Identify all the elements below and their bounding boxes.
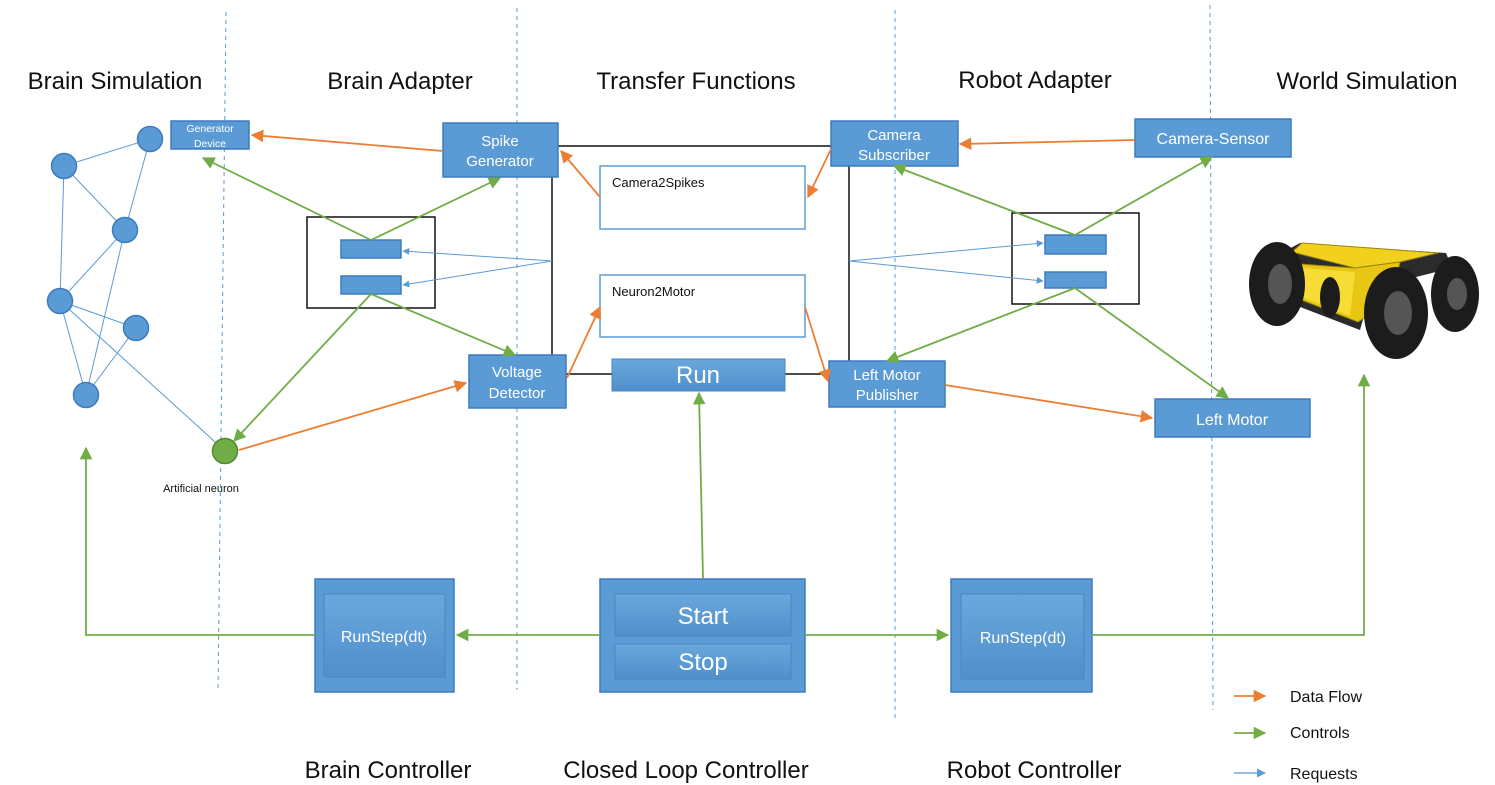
title-closed-loop-controller: Closed Loop Controller: [563, 757, 808, 784]
run-button[interactable]: Run: [611, 358, 786, 392]
robot-adapter-slot-2: [1044, 271, 1107, 289]
legend: Data Flow Controls Requests: [1234, 689, 1362, 783]
arrow-robotrunstep-to-world: [1092, 373, 1371, 636]
arrow-neuron-to-voltage: [238, 380, 468, 451]
title-robot-adapter: Robot Adapter: [958, 67, 1111, 94]
generator-device-box: Generator Device: [170, 120, 250, 150]
neuron-node: [136, 125, 164, 153]
connector-lines: [551, 145, 850, 375]
arrow-camera2spikes-to-spikegen: [560, 150, 601, 198]
camera-subscriber-label-1: Camera: [867, 127, 921, 144]
title-transfer-functions: Transfer Functions: [596, 68, 795, 95]
spike-generator-box: Spike Generator: [442, 122, 559, 178]
artificial-neuron-label: Artificial neuron: [163, 483, 239, 495]
run-label: Run: [676, 362, 720, 389]
generator-device-label-2: Device: [194, 138, 226, 150]
robot-adapter-slot-1: [1044, 234, 1107, 255]
title-brain-controller: Brain Controller: [305, 757, 472, 784]
arrow-slot-to-camerasensor: [1074, 156, 1214, 236]
start-label: Start: [678, 603, 729, 630]
left-motor-box: Left Motor: [1154, 398, 1311, 438]
brain-adapter-container: [306, 216, 436, 309]
neuron-node: [46, 287, 74, 315]
arrow-camerasensor-to-camerasub: [958, 137, 1136, 151]
neuron-node: [50, 152, 78, 180]
camera2spikes-label: Camera2Spikes: [612, 175, 705, 190]
closed-loop-controller-box: Start Stop: [599, 578, 806, 693]
data-flow-arrows: [238, 129, 1154, 451]
camera-subscriber-label-2: Subscriber: [858, 147, 930, 164]
title-robot-controller: Robot Controller: [947, 757, 1122, 784]
stop-label: Stop: [678, 649, 727, 676]
control-arrows: [79, 156, 1371, 642]
arrow-slot-to-voltage: [370, 293, 517, 357]
neural-network-edges: [59, 138, 226, 452]
arrow-slot-to-camerasub: [892, 164, 1076, 236]
arrow-neuron2motor-to-publisher: [804, 306, 831, 383]
stop-button[interactable]: [614, 643, 792, 680]
start-button[interactable]: [614, 593, 792, 637]
voltage-detector-label-1: Voltage: [492, 364, 542, 381]
left-motor-publisher-label-2: Publisher: [856, 387, 919, 404]
brain-adapter-slot-1: [340, 239, 402, 259]
left-motor-label: Left Motor: [1196, 412, 1269, 429]
title-brain-adapter: Brain Adapter: [327, 68, 472, 95]
spike-generator-label-1: Spike: [481, 133, 519, 150]
neuron-node: [122, 314, 150, 342]
generator-device-label-1: Generator: [186, 123, 234, 135]
left-motor-publisher-label-1: Left Motor: [853, 367, 921, 384]
camera-subscriber-box: Camera Subscriber: [830, 120, 959, 167]
arrow-publisher-to-leftmotor: [944, 384, 1154, 423]
camera-sensor-label: Camera-Sensor: [1157, 131, 1271, 148]
arrow-slot-to-generator: [201, 157, 372, 241]
arrow-voltage-to-neuron2motor: [566, 305, 601, 379]
brain-adapter-slot-2: [340, 275, 402, 295]
robot-controller-box: RunStep(dt): [950, 578, 1093, 693]
arrow-spikegen-to-generator: [250, 129, 444, 152]
brain-runstep-label: RunStep(dt): [341, 629, 427, 646]
artificial-neuron: [211, 437, 239, 465]
robot-runstep-label: RunStep(dt): [980, 630, 1066, 647]
arrow-request-slot-4: [848, 260, 1044, 284]
legend-controls-label: Controls: [1290, 725, 1350, 742]
brain-runstep-button[interactable]: [323, 593, 446, 678]
arrow-request-slot-1: [402, 247, 553, 262]
voltage-detector-box: Voltage Detector: [468, 354, 567, 409]
spike-generator-label-2: Generator: [466, 153, 534, 170]
arrow-request-slot-2: [402, 260, 553, 288]
robot-runstep-button[interactable]: [960, 593, 1085, 680]
divider-4: [1209, 4, 1214, 711]
robot-icon: [1249, 242, 1479, 359]
neuron2motor-label: Neuron2Motor: [612, 284, 696, 299]
arrow-slot-to-leftmotor: [1074, 287, 1230, 399]
voltage-detector-label-2: Detector: [489, 385, 546, 402]
camera-sensor-box: Camera-Sensor: [1134, 118, 1292, 158]
arrow-slot-to-spikegen: [370, 177, 502, 241]
robot-adapter-container: [1011, 212, 1140, 305]
title-brain-simulation: Brain Simulation: [28, 68, 203, 95]
brain-controller-box: RunStep(dt): [314, 578, 455, 693]
title-world-simulation: World Simulation: [1277, 68, 1458, 95]
neural-network-nodes: [46, 125, 164, 409]
arrow-camerasub-to-camera2spikes: [807, 148, 832, 199]
neuron-node: [72, 381, 100, 409]
divider-1: [217, 11, 227, 691]
left-motor-publisher-box: Left Motor Publisher: [828, 360, 946, 408]
arrow-start-to-run: [692, 391, 706, 580]
arrow-request-slot-3: [848, 240, 1044, 262]
arrow-slot-to-neuron: [233, 293, 372, 442]
arrow-brainrunstep-to-brain: [79, 446, 315, 636]
legend-data-flow-label: Data Flow: [1290, 689, 1362, 706]
transfer-function-camera2spikes[interactable]: [599, 165, 806, 230]
legend-requests-label: Requests: [1290, 766, 1358, 783]
arrow-slot-to-publisher: [885, 287, 1076, 363]
neuron-node: [111, 216, 139, 244]
request-arrows: [402, 240, 1044, 288]
